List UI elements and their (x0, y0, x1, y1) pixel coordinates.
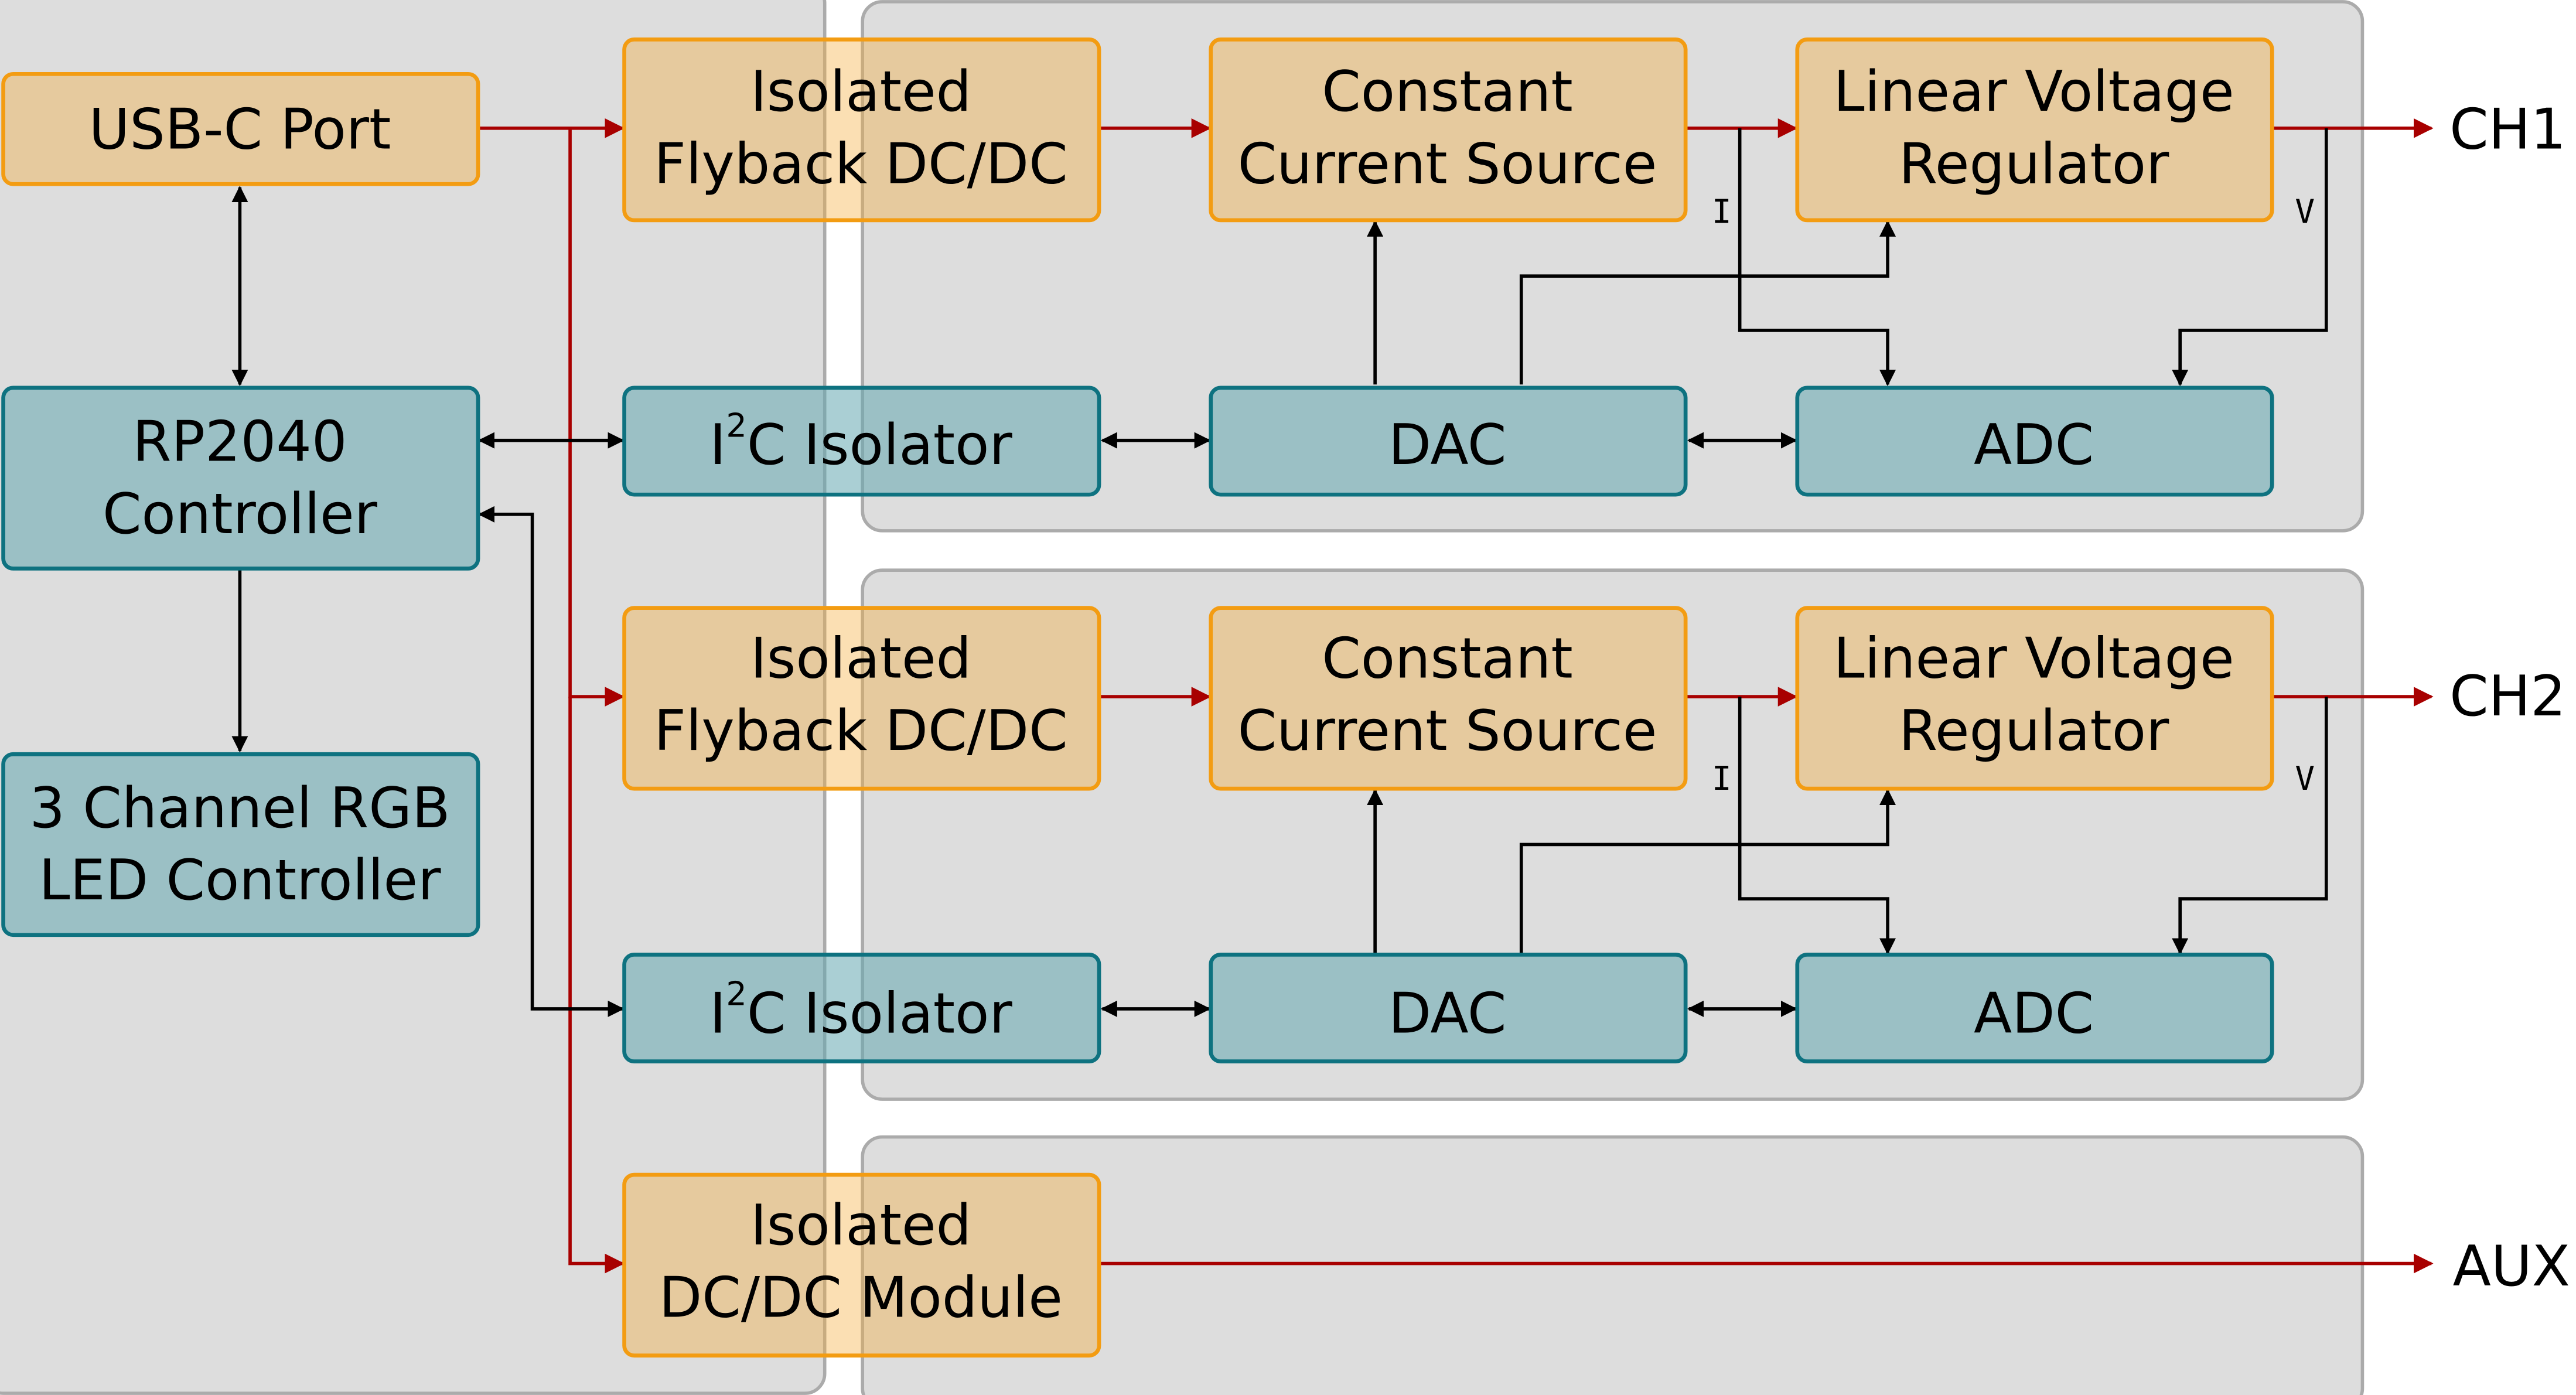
ch2-adc-block[interactable]: ADC (1795, 952, 2274, 1063)
ch2-current-sense (1738, 697, 1896, 955)
ch2-current-label: I (1712, 760, 1732, 798)
ch2-ccs-block[interactable]: Constant Current Source (1209, 606, 1688, 791)
ch2-dac-to-ldo (1519, 789, 1896, 953)
rp2040-label-line1: RP2040 (132, 410, 347, 474)
ch1-flyback-line2: Flyback DC/DC (654, 132, 1068, 197)
ch2-i2c-label: I2C Isolator (709, 975, 1012, 1046)
rgb-led-controller-block[interactable]: 3 Channel RGB LED Controller (1, 752, 480, 937)
ch2-ldo-block[interactable]: Linear Voltage Regulator (1795, 606, 2274, 791)
ch1-ldo-block[interactable]: Linear Voltage Regulator (1795, 37, 2274, 223)
ch1-ccs-block[interactable]: Constant Current Source (1209, 37, 1688, 223)
ch1-dac-block[interactable]: DAC (1209, 386, 1688, 497)
ch2-ldo-line2: Regulator (1899, 699, 2169, 763)
ch2-flyback-block[interactable]: Isolated Flyback DC/DC (622, 606, 1101, 791)
usb-c-port-label: USB-C Port (88, 98, 391, 162)
aux-panel (861, 1135, 2365, 1395)
host-panel (0, 0, 827, 1395)
ch1-flyback-block[interactable]: Isolated Flyback DC/DC (622, 37, 1101, 223)
ch1-i2c-label: I2C Isolator (709, 407, 1012, 477)
ch2-flyback-line2: Flyback DC/DC (654, 699, 1068, 763)
ch1-flyback-line1: Isolated (750, 60, 972, 124)
i2c-superscript: 2 (726, 407, 747, 445)
ch1-dac-label: DAC (1388, 413, 1507, 477)
i2c-suffix: C Isolator (747, 413, 1013, 477)
ch1-adc-block[interactable]: ADC (1795, 386, 2274, 497)
ch2-dac-label: DAC (1388, 981, 1507, 1046)
ch2-flyback-line1: Isolated (750, 627, 972, 691)
signal-lines (231, 128, 2328, 1017)
ch1-dac-to-ldo (1519, 220, 1896, 385)
rp2040-label-line2: Controller (103, 482, 378, 547)
ch2-ccs-line2: Current Source (1238, 699, 1657, 763)
ch2-output-label: CH2 (2449, 664, 2566, 729)
i2c-prefix: I (709, 413, 726, 477)
ch2-voltage-label: V (2295, 760, 2315, 798)
ch2-adc-label: ADC (1974, 981, 2094, 1046)
aux-output-label: AUX (2453, 1234, 2570, 1299)
aux-module-line1: Isolated (750, 1193, 972, 1258)
ch2-voltage-sense (2172, 697, 2328, 955)
ch1-i2c-isolator-block[interactable]: I2C Isolator (622, 386, 1101, 497)
rp2040-i2c2-link (478, 506, 625, 1017)
ch1-ccs-line1: Constant (1322, 60, 1573, 124)
ch1-voltage-label: V (2295, 193, 2315, 231)
i2c-superscript: 2 (726, 975, 747, 1013)
ch1-adc-label: ADC (1974, 413, 2094, 477)
ch1-output-label: CH1 (2449, 98, 2566, 162)
rp2040-controller-block[interactable]: RP2040 Controller (1, 386, 480, 571)
ch1-ccs-line2: Current Source (1238, 132, 1657, 197)
ch2-ccs-line1: Constant (1322, 627, 1573, 691)
ch2-ldo-line1: Linear Voltage (1834, 627, 2234, 691)
aux-module-line2: DC/DC Module (659, 1266, 1063, 1330)
ch2-i2c-isolator-block[interactable]: I2C Isolator (622, 952, 1101, 1063)
ch1-current-label: I (1712, 193, 1732, 231)
ch2-dac-block[interactable]: DAC (1209, 952, 1688, 1063)
ch1-current-sense (1738, 128, 1896, 387)
ch1-ldo-line1: Linear Voltage (1834, 60, 2234, 124)
ch1-ldo-line2: Regulator (1899, 132, 2169, 197)
rgb-label-line1: 3 Channel RGB (29, 776, 450, 841)
rgb-label-line2: LED Controller (39, 848, 441, 913)
i2c-prefix: I (709, 981, 726, 1046)
ch1-voltage-sense (2172, 128, 2328, 387)
usb-c-port-block[interactable]: USB-C Port (1, 71, 480, 186)
i2c-suffix: C Isolator (747, 981, 1013, 1046)
aux-dcdc-module-block[interactable]: Isolated DC/DC Module (622, 1172, 1101, 1358)
